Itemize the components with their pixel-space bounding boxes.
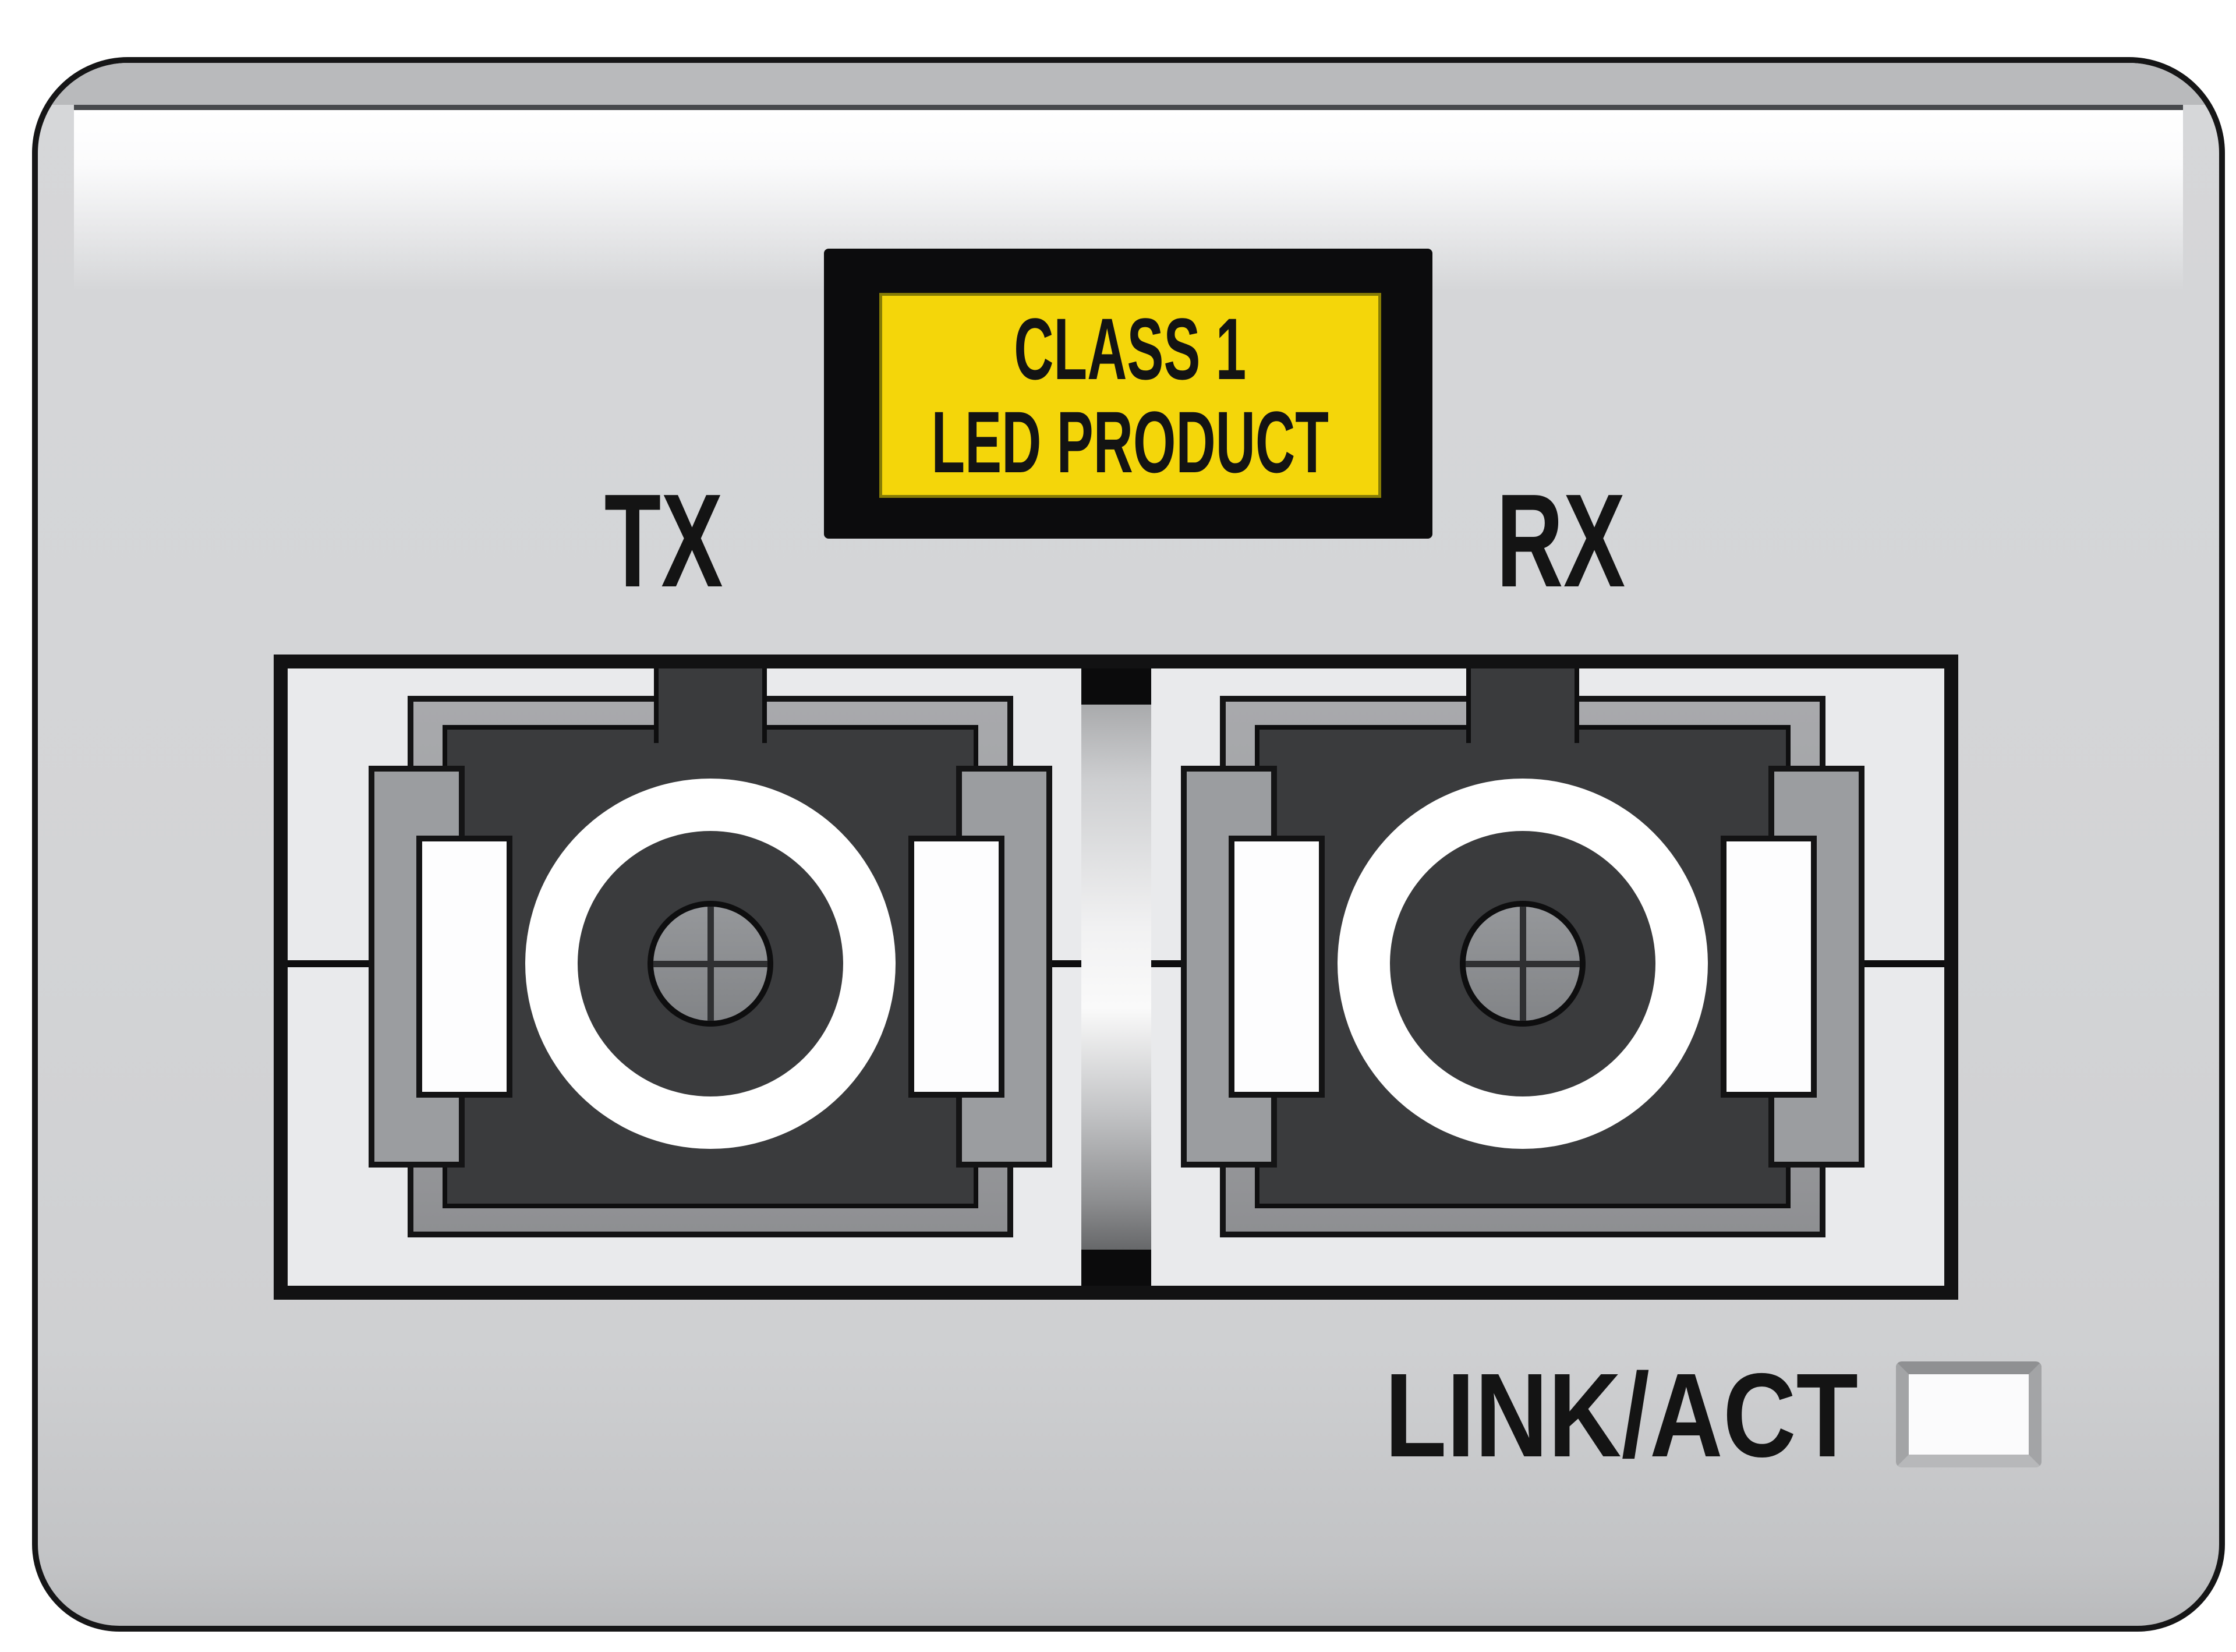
rx-port-label: RX <box>1496 467 1625 615</box>
sc-latch-left <box>1229 836 1325 1098</box>
alignment-line-left <box>288 960 369 967</box>
alignment-line-center-right <box>1151 960 1181 967</box>
link-act-led-indicator <box>1896 1361 2042 1467</box>
sc-ferrule-icon <box>648 901 773 1027</box>
duplex-divider <box>1081 668 1151 1286</box>
link-act-label: LINK/ACT <box>1385 1349 1859 1482</box>
class1-led-safety-label: CLASS 1 LED PRODUCT <box>824 249 1432 539</box>
sc-latch-left <box>416 836 512 1098</box>
alignment-line-right <box>1864 960 1944 967</box>
duplex-sc-receptacle <box>274 655 1958 1300</box>
sc-latch-right <box>908 836 1004 1098</box>
sc-connector-tx[interactable] <box>369 668 1052 1237</box>
divider-cap-bottom <box>1081 1250 1151 1286</box>
divider-cap-top <box>1081 668 1151 705</box>
sc-ferrule-icon <box>1460 901 1586 1027</box>
sc-key-tab <box>654 668 767 743</box>
faceplate-top-edge-band <box>38 63 2219 105</box>
faceplate-bevel-line <box>74 105 2183 110</box>
sc-connector-rx[interactable] <box>1181 668 1864 1237</box>
safety-label-line1: CLASS 1 <box>1014 300 1247 398</box>
ferrule-crosshair-horizontal-icon <box>653 961 767 967</box>
sc-latch-right <box>1721 836 1817 1098</box>
safety-label-line2: LED PRODUCT <box>931 393 1329 491</box>
sc-key-tab <box>1466 668 1579 743</box>
tx-port-label: TX <box>604 467 723 615</box>
safety-label-yellow-field: CLASS 1 LED PRODUCT <box>879 293 1381 498</box>
alignment-line-center-left <box>1052 960 1081 967</box>
ferrule-crosshair-horizontal-icon <box>1466 961 1580 967</box>
